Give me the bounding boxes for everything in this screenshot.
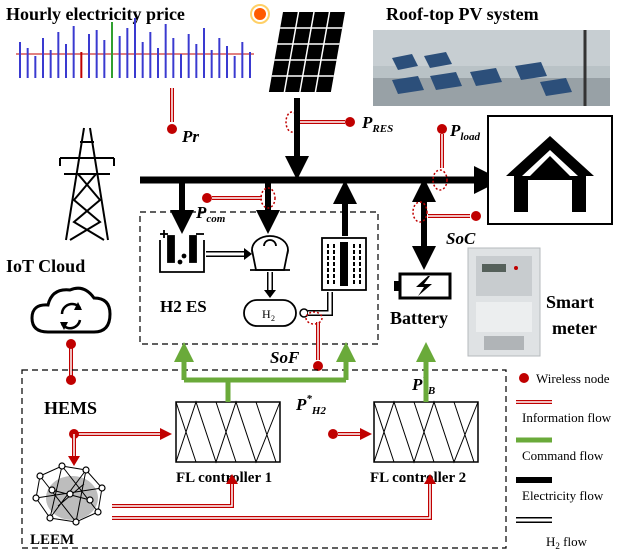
rooftop-pv-photo: [373, 30, 610, 106]
wireless-node-pcom: [202, 193, 212, 203]
battery-label: Battery: [390, 308, 448, 328]
pv-title: Roof-top PV system: [386, 4, 539, 24]
svg-text:2: 2: [271, 314, 275, 323]
fuel-cell-icon: [321, 237, 367, 291]
house-icon: [487, 115, 613, 225]
fl-controller-2: [373, 400, 479, 464]
pr-label: Pr: [181, 127, 199, 146]
h2-es-label: H2 ES: [160, 297, 207, 316]
wireless-node-pload: [437, 124, 447, 134]
leem-network-icon: [32, 462, 106, 526]
ph2-label: P*H2: [295, 393, 326, 417]
legend-h2flow: H2 flow: [546, 534, 588, 551]
wireless-node-pr: [167, 124, 177, 134]
solar-panel-icon: [268, 12, 345, 92]
fl-controller-1: [175, 400, 281, 464]
wireless-node-pres: [345, 117, 355, 127]
pb-label: P*B: [411, 373, 435, 397]
price-title: Hourly electricity price: [6, 4, 185, 24]
hems-label: HEMS: [44, 398, 97, 418]
h2-es-boundary: [139, 211, 379, 345]
wireless-node-cloud: [66, 339, 76, 349]
price-bars-chart: [16, 18, 254, 78]
leem-label: LEEM: [30, 532, 74, 548]
legend-info: Information flow: [522, 410, 612, 425]
smart-meter-photo: [467, 247, 541, 357]
legend-electricity: Electricity flow: [522, 488, 604, 503]
legend-command: Command flow: [522, 448, 604, 463]
electrolyzer-icon: [159, 230, 205, 273]
wireless-node-soc: [471, 211, 481, 221]
pload-label: Pload: [449, 121, 480, 143]
soc-label: SoC: [446, 229, 476, 248]
transmission-tower-icon: [59, 127, 115, 241]
smart-meter-label-2: meter: [552, 318, 597, 338]
svg-text:H: H: [262, 307, 271, 321]
battery-icon: [394, 272, 452, 300]
wireless-node-hems: [66, 375, 76, 385]
legend: Wireless node Information flow Command f…: [516, 371, 612, 551]
sun-icon: [250, 4, 270, 24]
fl-controller-1-label: FL controller 1: [176, 470, 272, 486]
iot-cloud-label: IoT Cloud: [6, 256, 85, 276]
smart-meter-label-1: Smart: [546, 292, 594, 312]
sof-label: SoF: [270, 348, 300, 367]
hydrogen-tank-icon: H 2: [243, 299, 309, 327]
compressor-icon: [250, 235, 290, 271]
pres-label: PRES: [361, 113, 393, 135]
wireless-node-sof: [313, 361, 323, 371]
hems-boundary: [21, 369, 507, 549]
fl-controller-2-label: FL controller 2: [370, 470, 466, 486]
legend-wireless: Wireless node: [536, 371, 610, 386]
pcom-label: Pcom: [195, 203, 226, 225]
cloud-sync-icon: [30, 286, 112, 334]
